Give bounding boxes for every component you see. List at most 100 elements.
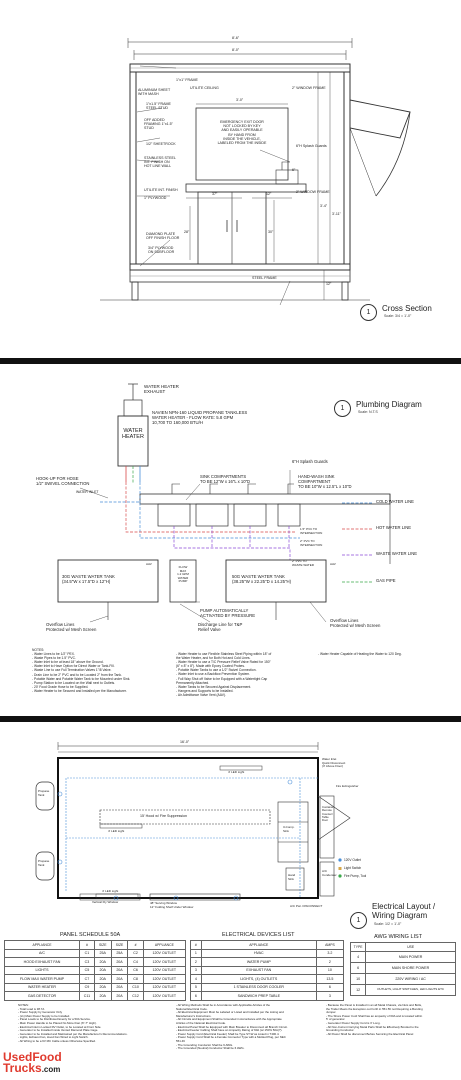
electrical-note: - Generator to be Installed and Maintain…	[18, 1031, 128, 1036]
table-cell: C2	[127, 948, 144, 958]
plumbing-note: - Water Lines to be 1/2" PEX.	[32, 652, 75, 657]
table-cell: WATER HEATER	[4, 982, 80, 992]
table-cell: 20A	[93, 991, 112, 1001]
plumbing-notes-col1: NOTES: - Water Lines to be 1/2" PEX. - W…	[32, 648, 130, 693]
plumbing-note: - Water Heater Capable of Heating the Wa…	[318, 652, 402, 656]
electrical-note: - Lights, Exhaust Fan, Hood Fan Wired to…	[18, 1035, 89, 1040]
plumbing-note: - Potable Water and Potable Water Tank t…	[32, 676, 131, 681]
label-diamond-plate: DIAMOND PLATE OFF FINISH FLOOR	[146, 232, 180, 241]
electrical-note: - All Wiring Methods Shall be in Accorda…	[176, 1003, 270, 1007]
electrical-title: Electrical Layout / Wiring Diagram	[372, 902, 436, 920]
label-led-3: 4' LED Light	[102, 889, 119, 893]
table-header: SIZE	[110, 940, 129, 950]
electrical-note: - Electrical Inlet is Locked RV Outlet, …	[18, 1024, 102, 1029]
table-cell: C7	[79, 974, 95, 984]
label-hookup: HOOK-UP FOR HOSE 1/2" SWIVEL CONNECTION	[36, 476, 90, 486]
electrical-note: - Main Power Handle to be Placed No More…	[18, 1020, 97, 1025]
label-led-1: 4' LED Light	[108, 829, 125, 833]
label-disconnect: A/C Pwr. DISCONNECT	[290, 904, 323, 908]
table-cell: LIGHTS, (4) OUTLETS	[200, 974, 317, 984]
plumbing-note: - Water Inlet to Have Option for Direct …	[32, 664, 115, 669]
label-vertical-window: Vertical Fly Window	[92, 900, 119, 904]
plumbing-note: Permanently Attached.	[176, 680, 210, 685]
electrical-note: Jumper.	[326, 1010, 337, 1015]
table-header: SIZE	[93, 940, 112, 950]
electrical-note: Grounding Conductor.	[326, 1028, 355, 1033]
table-header: APPLIANCE	[4, 940, 80, 950]
table-cell: C9	[79, 982, 95, 992]
label-splash: 6"H Splash Guards	[296, 144, 327, 148]
electrical-note: - The Grounding Conductor Shall be 6 AWG…	[176, 1042, 234, 1047]
table-cell: C11	[79, 991, 95, 1001]
electrical-notes-col3: - Because the Panel is Installed in an a…	[326, 1003, 423, 1036]
logo-suffix: .com	[41, 1065, 61, 1074]
table-header: USE	[365, 942, 456, 952]
cross-section-title: Cross Section	[382, 304, 432, 313]
label-sheetrock: 1/2" SHEETROCK	[146, 142, 176, 146]
table-cell: 2	[315, 957, 345, 967]
table-cell: 20A	[93, 965, 112, 975]
plumbing-note: the Water Heater, and for Both Hot and C…	[176, 656, 251, 661]
usedfoodtrucks-logo: UsedFood Trucks.com	[3, 1051, 62, 1075]
plumbing-scale: Scale: N.T.S	[358, 410, 378, 414]
dim-30: 30"	[268, 230, 274, 234]
table-cell: 120V OUTLET	[142, 948, 187, 958]
cross-section-scale: Scale: 3/4 = 1'-0"	[384, 314, 412, 318]
table-cell: C6	[127, 965, 144, 975]
table-cell: 13.5	[315, 974, 345, 984]
electrical-drawing	[35, 742, 351, 901]
table-cell: 3.2	[315, 948, 345, 958]
label-aav-left: AAV	[146, 562, 152, 566]
table-cell: C8	[127, 974, 144, 984]
table-cell: MAIN POWER	[365, 950, 456, 963]
table-cell: GAS DETECTOR	[4, 991, 80, 1001]
table-cell: 20A	[110, 974, 129, 984]
label-pump-auto: PUMP AUTOMATICALLY ACTIVATED BY PRESSURE	[200, 608, 256, 619]
table-cell: 220V WIRING / AC	[365, 972, 456, 985]
electrical-note: National Electrical Code.	[176, 1006, 208, 1011]
table-cell: 20A	[93, 982, 112, 992]
electrical-note: - Power Supply Cord Shall be a Female Co…	[176, 1035, 286, 1040]
plumbing-note: - Water Heater to use Flexible Stainless…	[176, 652, 272, 656]
table-cell: 6	[349, 961, 367, 974]
label-steel-frame: STEEL FRAME	[252, 276, 277, 280]
table-cell: 6	[315, 982, 345, 992]
table-cell: SANDWICH PREP TABLE	[200, 991, 317, 1001]
legend-pump: Fire Pump, Tool	[344, 874, 367, 878]
table-header-row: APPLIANCE # SIZE SIZE # APPLIANCE	[4, 940, 187, 950]
electrical-notes-col1: NOTES: - Total Load is 38.7A - Power Sup…	[18, 1003, 128, 1044]
table-cell: OUTLETS, LIGHT SWITCHES, LED LIGHTS ETC	[365, 983, 456, 996]
label-window1: 2" WINDOW FRAME	[292, 86, 326, 90]
label-container: Container Remote Counter/ Table Door	[322, 805, 335, 823]
electrical-note: - All Power Shall be disconnect Before S…	[326, 1031, 414, 1036]
label-ceiling: UTILITE CEILING	[190, 86, 219, 90]
plumbing-note: - Full Way Shut off Valve to be Equipped…	[176, 676, 268, 681]
plumbing-sheet: WATER HEATER EXHAUST WATER HEATER NAVIEN…	[0, 364, 461, 716]
electrical-note: the Trailer Meets the Exception out Fort…	[326, 1006, 423, 1011]
plumbing-note: - Water Tanks to be Secured Against Disp…	[176, 684, 252, 689]
legend-switch: Light Switch	[344, 866, 362, 870]
plumbing-note: - Pump Station to be Located on the Wall…	[32, 680, 116, 685]
plumbing-note: - Potable Water Tanks to use a 1/2" Swiv…	[176, 668, 257, 673]
label-water-inlet: WATER INLET	[76, 490, 99, 494]
table-header-row: TYPE USE	[349, 942, 456, 952]
label-utilite: UTILITE INT. FINISH	[144, 188, 178, 192]
table-cell: 3	[315, 991, 345, 1001]
legend-outlet: 120V Outlet	[344, 858, 361, 862]
legend-hot-water: HOT WATER LINE	[376, 525, 412, 530]
electrical-sheet: 16'-0" 15' Hood w/ Fire Suppression 4' L…	[0, 722, 461, 1080]
table-cell: 12	[349, 983, 367, 996]
electrical-note: - All Non-Current Carrying Metal Parts S…	[326, 1024, 419, 1029]
label-heater-exhaust: WATER HEATER EXHAUST	[144, 384, 179, 395]
sheet-separator	[0, 716, 461, 722]
logo-line2: Trucks	[3, 1061, 42, 1075]
cross-section-number: 1	[360, 304, 377, 321]
label-navien: NAVIEN NPN-160 LIQUID PROPANE TANKLESS W…	[152, 410, 248, 425]
table-header: TYPE	[349, 942, 367, 952]
